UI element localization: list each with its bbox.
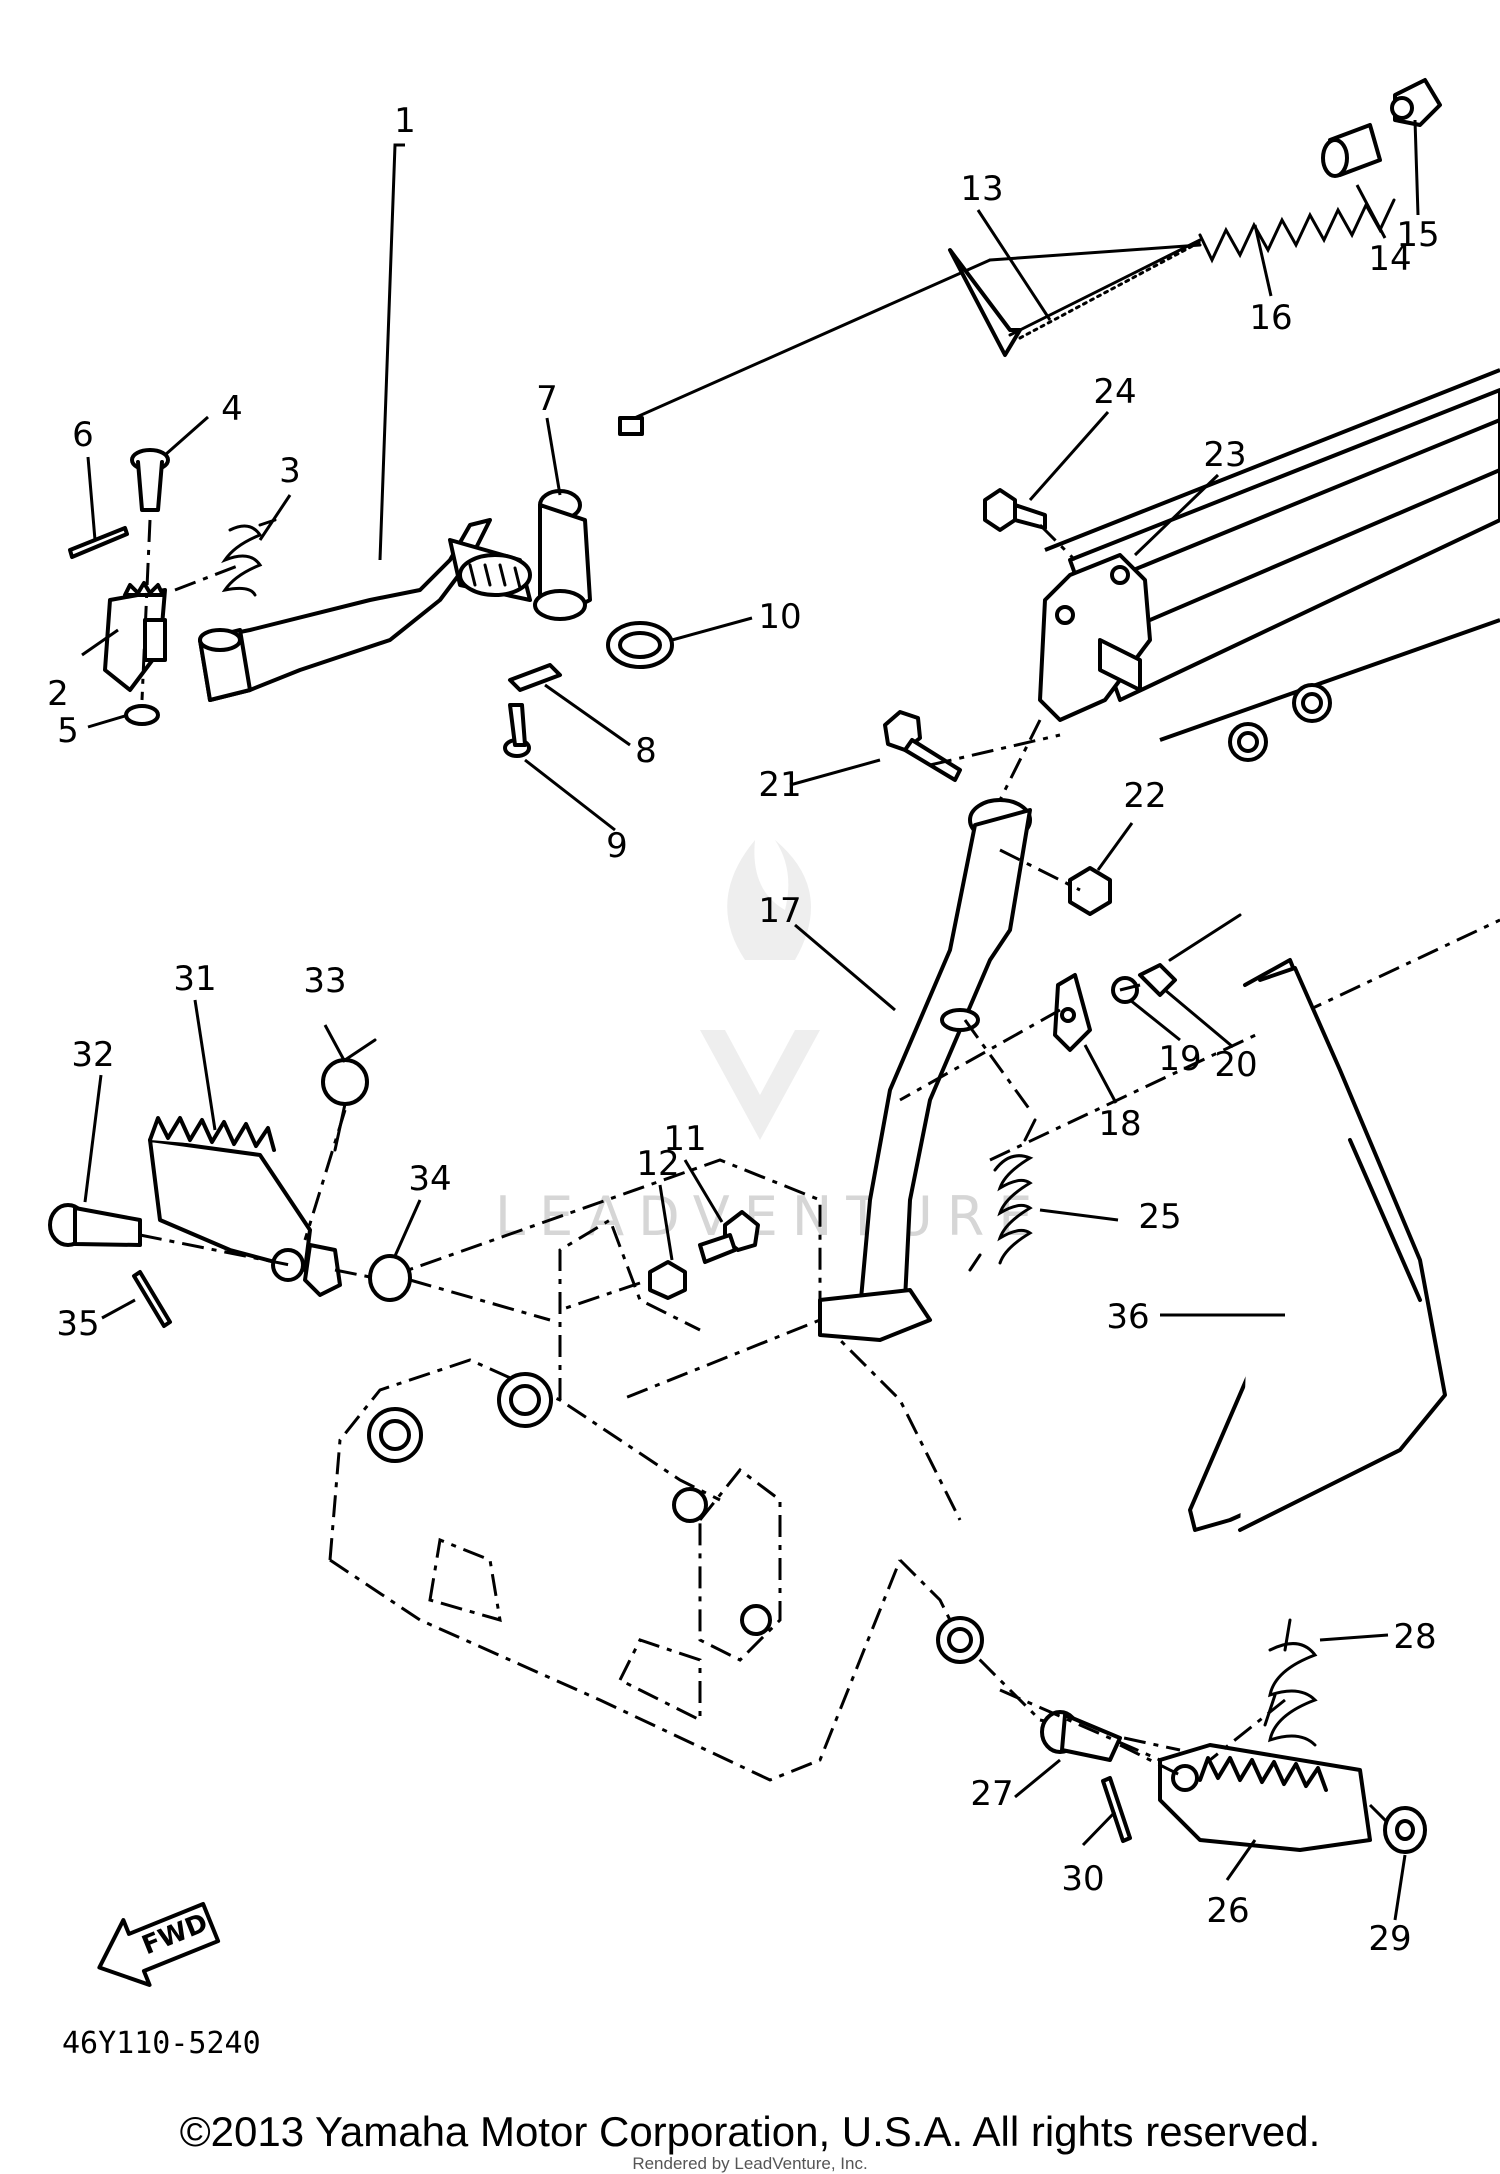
callout-27: 27 [970, 1774, 1013, 1814]
brake-arm-7 [533, 489, 592, 621]
callout-17: 17 [758, 891, 801, 931]
rendered-by-note: Rendered by LeadVenture, Inc. [632, 2154, 868, 2173]
washer-34 [368, 1254, 412, 1302]
stand-plate-18 [1053, 973, 1092, 1052]
callout-33: 33 [303, 961, 346, 1001]
callout-31: 31 [173, 959, 216, 999]
diagram-code: 46Y110-5240 [62, 2026, 261, 2061]
joint-14 [1321, 123, 1382, 178]
callout-36: 36 [1106, 1297, 1149, 1337]
callout-3: 3 [279, 451, 301, 491]
callout-10: 10 [758, 597, 801, 637]
stand-36 [1188, 958, 1447, 1532]
callout-16: 16 [1249, 298, 1292, 338]
cotter-pin-30 [1101, 1776, 1132, 1843]
callout-25: 25 [1138, 1197, 1181, 1237]
pivot-shaft-4 [130, 448, 170, 512]
callout-14: 14 [1368, 239, 1411, 279]
callout-21: 21 [758, 765, 801, 805]
callout-15: 15 [1396, 215, 1439, 255]
callout-20: 20 [1214, 1045, 1257, 1085]
callout-23: 23 [1203, 435, 1246, 475]
bolt-11 [698, 1210, 760, 1264]
leader-lines [81, 119, 1420, 1921]
cotter-pin-35 [132, 1270, 172, 1328]
plate-8 [508, 663, 562, 692]
callout-11: 11 [663, 1119, 706, 1159]
spring-16 [1198, 198, 1396, 264]
callout-9: 9 [606, 826, 628, 866]
pin-27 [1040, 1710, 1122, 1762]
cotter-pin-6 [68, 526, 129, 559]
callout-12: 12 [636, 1144, 679, 1184]
callout-18: 18 [1098, 1104, 1141, 1144]
callout-4: 4 [221, 389, 243, 429]
nut-12 [648, 1260, 687, 1300]
callout-13: 13 [960, 169, 1003, 209]
callout-29: 29 [1368, 1919, 1411, 1959]
callouts: 1 2 3 4 5 6 7 8 9 10 11 12 13 14 15 16 1… [47, 101, 1439, 1959]
frame-outline [328, 368, 1500, 1782]
callout-22: 22 [1123, 776, 1166, 816]
bolt-21 [883, 710, 962, 782]
sidestand-17 [818, 798, 1032, 1342]
bolt-24 [983, 488, 1047, 532]
adjust-nut-15 [1390, 78, 1442, 127]
callout-28: 28 [1393, 1617, 1436, 1657]
pin-32 [48, 1203, 142, 1247]
bolt-9 [503, 703, 531, 758]
callout-32: 32 [71, 1035, 114, 1075]
brake-pedal [198, 518, 532, 702]
callout-24: 24 [1093, 372, 1136, 412]
nut-22 [1068, 866, 1112, 916]
watermark-text: LEADVENTURE [495, 1185, 1046, 1248]
footrest-26 [1158, 1743, 1372, 1852]
spring-33 [321, 1038, 377, 1152]
footrest-31 [148, 1116, 342, 1297]
callout-7: 7 [536, 379, 558, 419]
assembly-lines [139, 519, 1392, 1827]
bolt-20 [1138, 913, 1242, 997]
spring-25 [968, 1118, 1037, 1272]
callout-1: 1 [394, 101, 416, 141]
sidestand-bracket-23 [1038, 553, 1152, 722]
callout-30: 30 [1061, 1859, 1104, 1899]
washer-5 [124, 704, 160, 726]
spring-28 [1263, 1618, 1318, 1747]
callout-19: 19 [1158, 1039, 1201, 1079]
callout-2: 2 [47, 674, 69, 714]
callout-6: 6 [72, 415, 94, 455]
callout-5: 5 [57, 711, 79, 751]
watermark-logo [700, 840, 820, 1140]
callout-26: 26 [1206, 1891, 1249, 1931]
callout-8: 8 [635, 731, 657, 771]
callout-35: 35 [56, 1304, 99, 1344]
callout-34: 34 [408, 1159, 451, 1199]
copyright-notice: ©2013 Yamaha Motor Corporation, U.S.A. A… [179, 2108, 1321, 2155]
brake-pedal-bracket [103, 581, 167, 692]
washer-29 [1383, 1806, 1427, 1854]
spring-10 [606, 621, 674, 669]
brake-rod-13 [618, 238, 1202, 436]
fwd-arrow-icon [97, 1901, 221, 1987]
